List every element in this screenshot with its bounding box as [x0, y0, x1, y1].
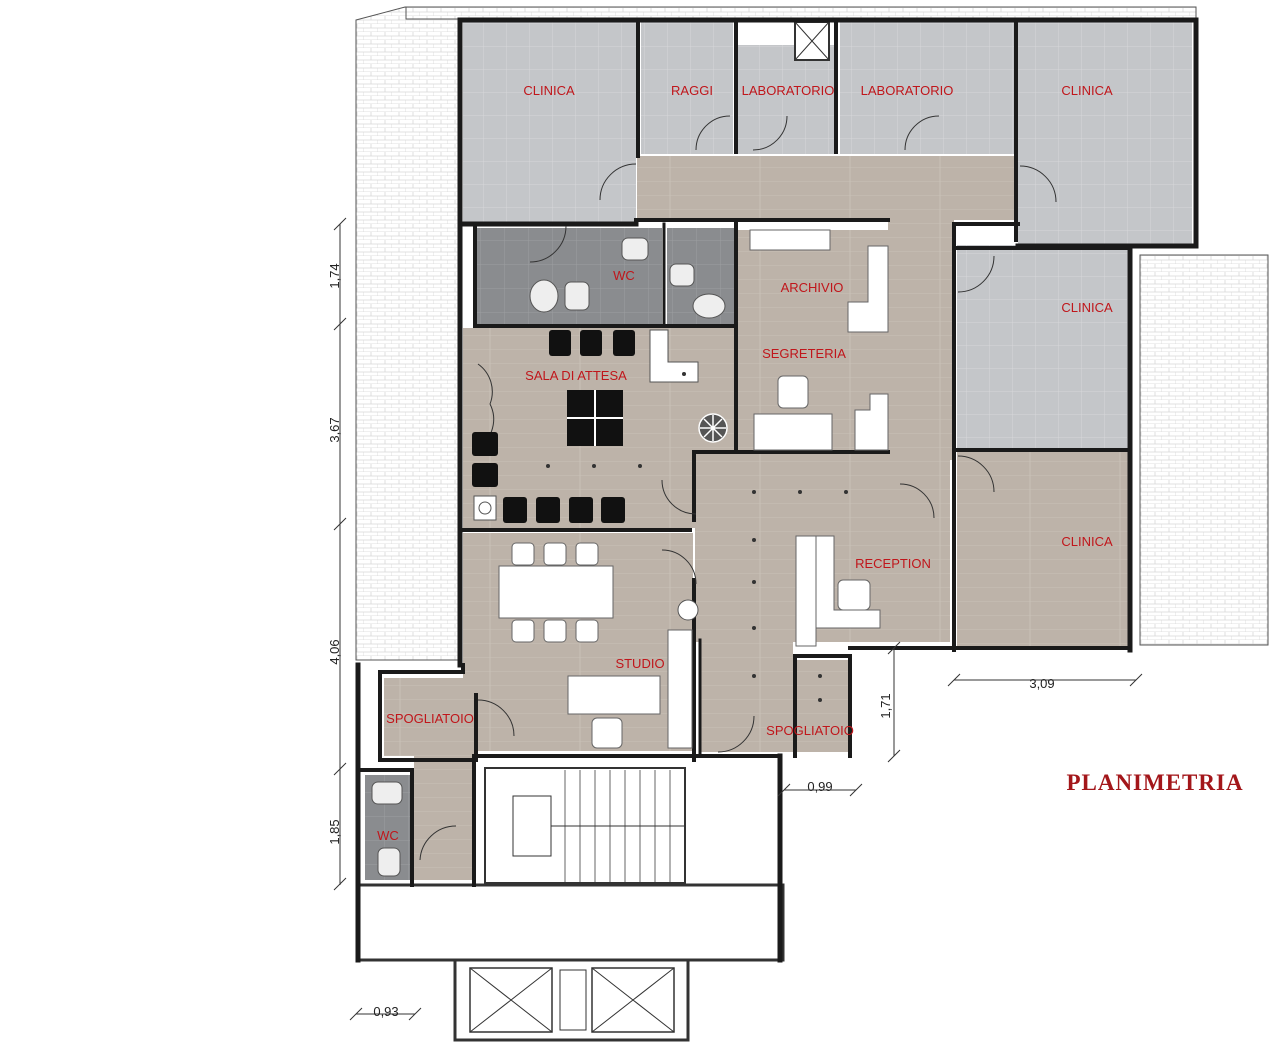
walls — [355, 17, 1199, 963]
corridor-vertical — [888, 220, 954, 460]
label-sala-attesa: SALA DI ATTESA — [525, 368, 627, 383]
dim-367: 3,67 — [327, 417, 342, 442]
label-laboratorio-1: LABORATORIO — [742, 83, 835, 98]
label-archivio: ARCHIVIO — [781, 280, 844, 295]
shaft — [794, 21, 830, 61]
terrace-right — [1139, 254, 1269, 646]
room-clinica-4 — [957, 452, 1129, 647]
corridor-top — [637, 156, 1017, 220]
label-segreteria: SEGRETERIA — [762, 346, 846, 361]
label-clinica-1: CLINICA — [523, 83, 575, 98]
dim-093: 0,93 — [373, 1004, 398, 1019]
room-clinica-3 — [957, 245, 1129, 448]
label-clinica-2: CLINICA — [1061, 83, 1113, 98]
label-laboratorio-2: LABORATORIO — [861, 83, 954, 98]
label-reception: RECEPTION — [855, 556, 931, 571]
dim-174: 1,74 — [327, 263, 342, 288]
label-wc-1: WC — [613, 268, 635, 283]
plan-title: PLANIMETRIA — [1066, 770, 1243, 795]
dim-171: 1,71 — [878, 693, 893, 718]
label-wc-2: WC — [377, 828, 399, 843]
label-spogliatoio-1: SPOGLIATOIO — [386, 711, 474, 726]
dim-309: 3,09 — [1029, 676, 1054, 691]
room-spogliatoio-2 — [795, 660, 850, 752]
dim-099: 0,99 — [807, 779, 832, 794]
dim-406: 4,06 — [327, 639, 342, 664]
label-studio: STUDIO — [615, 656, 664, 671]
label-clinica-3: CLINICA — [1061, 300, 1113, 315]
room-clinica-1 — [463, 22, 636, 222]
doors — [419, 115, 1057, 861]
label-clinica-4: CLINICA — [1061, 534, 1113, 549]
room-clinica-2 — [1018, 22, 1192, 244]
corridor-south — [700, 640, 793, 752]
label-raggi: RAGGI — [671, 83, 713, 98]
room-raggi — [641, 22, 733, 154]
lower-block — [356, 883, 785, 962]
dim-185: 1,85 — [327, 819, 342, 844]
dimension-lines — [333, 217, 1143, 1021]
staircase — [484, 767, 686, 884]
elevator-block — [453, 958, 690, 1042]
terrace-top — [405, 6, 1197, 20]
corridor-spogliatoio-1 — [414, 730, 472, 880]
label-spogliatoio-2: SPOGLIATOIO — [766, 723, 854, 738]
terrace-left — [355, 6, 461, 661]
room-laboratorio-1 — [738, 45, 834, 154]
furniture — [371, 229, 889, 877]
room-laboratorio-2 — [840, 22, 1014, 154]
